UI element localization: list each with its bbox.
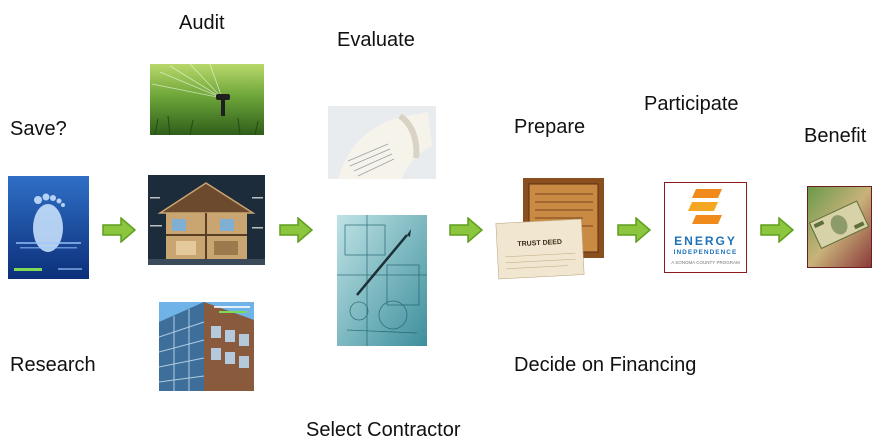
step-label-save: Save? [10, 118, 67, 140]
step-label-participate: Participate [644, 93, 739, 115]
sprinkler-image [150, 64, 264, 135]
step-label-audit: Audit [179, 12, 225, 34]
house-cutaway-image [148, 175, 265, 265]
logo-subtitle: INDEPENDENCE [673, 249, 738, 256]
receipt-image [328, 106, 436, 179]
logo-title: ENERGY [674, 234, 737, 248]
arrow-right-icon [279, 217, 313, 243]
glass-building-image [159, 302, 254, 391]
arrow-right-icon [617, 217, 651, 243]
footprint-poster-image [8, 176, 89, 279]
trust-deed-text: TRUST DEED [517, 239, 562, 248]
arrow-right-icon [449, 217, 483, 243]
energy-independence-logo: ENERGY INDEPENDENCE A SONOMA COUNTY PROG… [664, 182, 747, 273]
step-label-benefit: Benefit [804, 125, 867, 147]
step-label-evaluate: Evaluate [337, 29, 415, 51]
energy-flame-icon [688, 189, 722, 224]
logo-tagline: A SONOMA COUNTY PROGRAM [671, 260, 740, 265]
step-label-select-contractor: Select Contractor [306, 419, 461, 441]
step-label-decide-financing: Decide on Financing [514, 354, 697, 376]
money-image [807, 186, 872, 268]
step-label-research: Research [10, 354, 96, 376]
arrow-right-icon [102, 217, 136, 243]
trust-deed-image: TRUST DEED [495, 218, 585, 280]
blueprint-image [337, 215, 427, 346]
step-label-prepare: Prepare [514, 116, 586, 138]
arrow-right-icon [760, 217, 794, 243]
